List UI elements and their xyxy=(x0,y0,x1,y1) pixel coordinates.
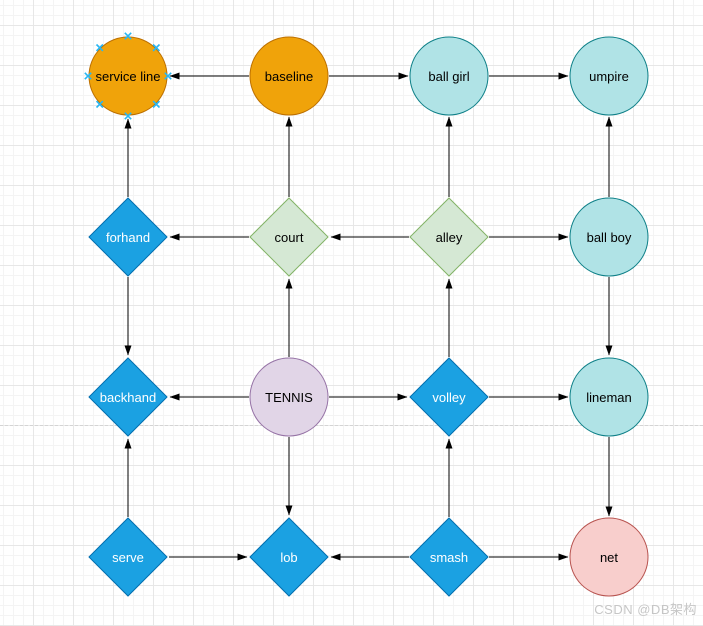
node-label: smash xyxy=(429,549,469,565)
node-label: umpire xyxy=(589,68,629,84)
edges-group xyxy=(124,72,613,561)
diamond-shape xyxy=(409,357,489,437)
page-break-line xyxy=(0,425,703,426)
node-volley[interactable]: volley xyxy=(409,357,489,437)
circle-shape xyxy=(569,357,649,437)
node-ball-girl[interactable]: ball girl xyxy=(409,36,489,116)
connection-point-s-icon[interactable] xyxy=(124,112,132,120)
diamond-shape xyxy=(249,517,329,597)
node-label: service line xyxy=(95,68,161,84)
node-net[interactable]: net xyxy=(569,517,649,597)
node-backhand[interactable]: backhand xyxy=(88,357,168,437)
connection-point-ne-icon[interactable] xyxy=(152,43,161,52)
connection-points xyxy=(84,32,172,120)
node-ball-boy[interactable]: ball boy xyxy=(569,197,649,277)
node-label: alley xyxy=(435,229,463,245)
circle-shape xyxy=(569,517,649,597)
node-label: ball boy xyxy=(586,229,632,245)
node-label: court xyxy=(274,229,304,245)
node-smash[interactable]: smash xyxy=(409,517,489,597)
node-baseline[interactable]: baseline xyxy=(249,36,329,116)
circle-shape xyxy=(569,36,649,116)
diamond-shape xyxy=(88,357,168,437)
diamond-shape xyxy=(409,197,489,277)
node-label: backhand xyxy=(99,389,157,405)
watermark: CSDN @DB架构 xyxy=(594,602,697,617)
node-label: lineman xyxy=(586,389,632,405)
circle-shape xyxy=(249,36,329,116)
node-lineman[interactable]: lineman xyxy=(569,357,649,437)
connection-point-e-icon[interactable] xyxy=(164,72,172,80)
node-label: net xyxy=(599,549,619,565)
node-tennis[interactable]: TENNIS xyxy=(249,357,329,437)
diamond-shape xyxy=(88,517,168,597)
connection-point-n-icon[interactable] xyxy=(124,32,132,40)
circle-shape xyxy=(249,357,329,437)
node-forhand[interactable]: forhand xyxy=(88,197,168,277)
node-label: lob xyxy=(280,549,298,565)
node-court[interactable]: court xyxy=(249,197,329,277)
diamond-shape xyxy=(249,197,329,277)
node-label: baseline xyxy=(264,68,314,84)
node-label: ball girl xyxy=(428,68,470,84)
node-serve[interactable]: serve xyxy=(88,517,168,597)
connection-point-nw-icon[interactable] xyxy=(95,43,104,52)
node-label: serve xyxy=(112,549,144,565)
diamond-shape xyxy=(409,517,489,597)
node-label: volley xyxy=(432,389,466,405)
node-label: forhand xyxy=(105,229,151,245)
circle-shape xyxy=(569,197,649,277)
diamond-shape xyxy=(88,197,168,277)
node-alley[interactable]: alley xyxy=(409,197,489,277)
connection-point-se-icon[interactable] xyxy=(152,100,161,109)
connection-point-sw-icon[interactable] xyxy=(95,100,104,109)
circle-shape xyxy=(409,36,489,116)
node-lob[interactable]: lob xyxy=(249,517,329,597)
node-label: TENNIS xyxy=(265,389,313,405)
connection-point-w-icon[interactable] xyxy=(84,72,92,80)
node-umpire[interactable]: umpire xyxy=(569,36,649,116)
